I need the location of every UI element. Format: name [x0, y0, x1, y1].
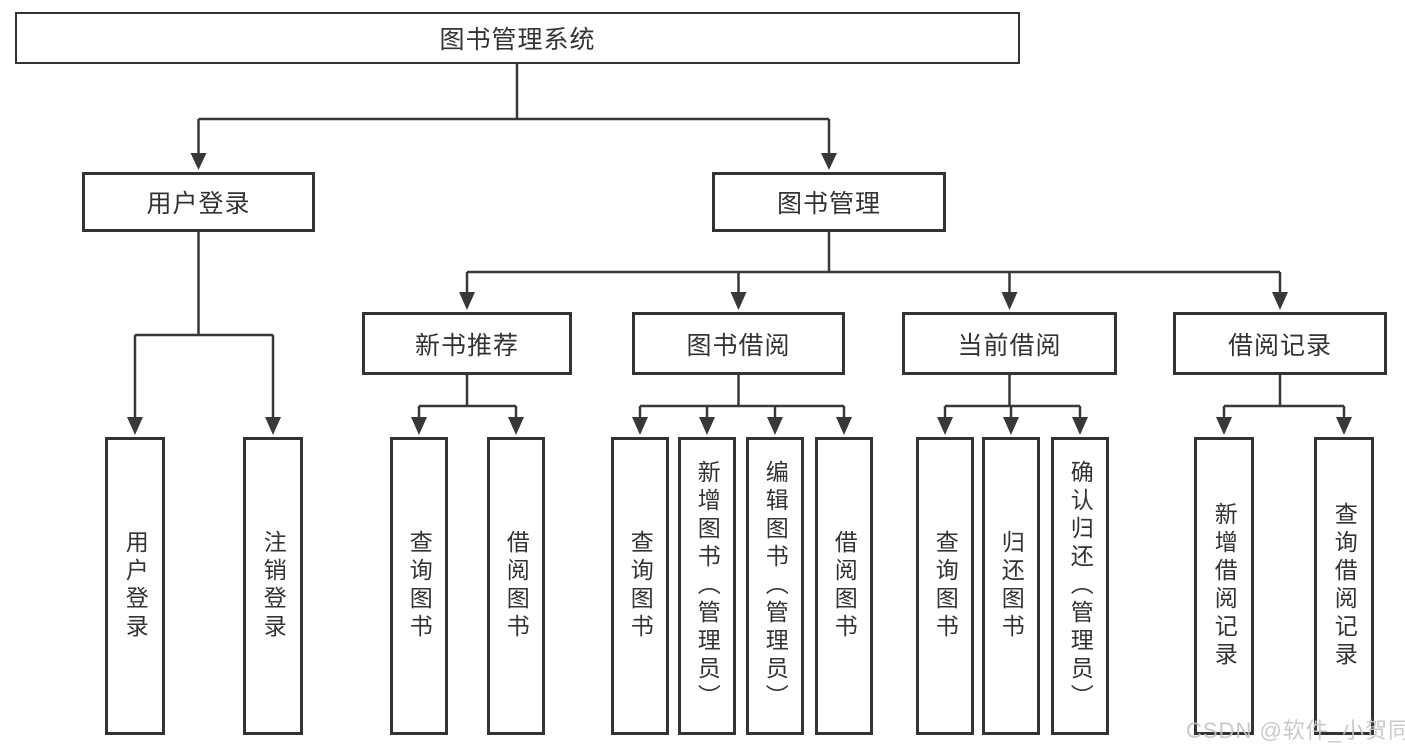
arrowhead: [730, 292, 747, 310]
node-book-mgmt-group: 图书管理: [712, 172, 946, 232]
leaf-user-login: 用户登录: [105, 437, 165, 735]
arrowhead: [459, 292, 475, 310]
arrowhead: [1216, 417, 1232, 435]
arrowhead: [190, 153, 207, 170]
arrowhead: [699, 417, 715, 435]
arrowhead: [632, 417, 648, 435]
connector-root-to-level2: [190, 64, 837, 170]
arrowhead: [1336, 417, 1352, 435]
arrowhead: [411, 417, 427, 435]
leaf-bb-add-books-admin: 新增图书（管理员）: [678, 437, 736, 735]
leaf-logout: 注销登录: [243, 437, 303, 735]
arrowhead: [937, 417, 953, 435]
arrowhead: [265, 417, 281, 435]
csdn-watermark: CSDN @软件_小贺同学: [1186, 718, 1405, 743]
connector-new-book-rec-to-leaves: [411, 375, 524, 435]
leaf-bb-query-books: 查询图书: [611, 437, 669, 735]
arrowhead: [1272, 292, 1288, 310]
node-new-book-recommend: 新书推荐: [362, 312, 572, 375]
node-user-login-group: 用户登录: [82, 172, 315, 232]
arrowhead: [1001, 292, 1018, 310]
connector-user-login-to-leaves: [127, 232, 281, 435]
connector-current-borrow-to-leaves: [937, 375, 1088, 435]
leaf-bb-borrow-books: 借阅图书: [815, 437, 873, 735]
arrowhead: [127, 417, 143, 435]
connector-borrow-records-to-leaves: [1216, 375, 1352, 435]
arrowhead: [1072, 417, 1088, 435]
node-borrow-records: 借阅记录: [1173, 312, 1387, 375]
leaf-br-query-record: 查询借阅记录: [1314, 437, 1374, 735]
arrowhead: [767, 417, 783, 435]
leaf-nbr-borrow-books: 借阅图书: [487, 437, 545, 735]
leaf-bb-edit-books-admin: 编辑图书（管理员）: [746, 437, 804, 735]
node-current-borrow: 当前借阅: [902, 312, 1117, 375]
node-library-system: 图书管理系统: [15, 12, 1020, 64]
connector-book-borrow-to-leaves: [632, 375, 852, 435]
leaf-cb-confirm-return-admin: 确认归还（管理员）: [1051, 437, 1109, 735]
leaf-br-add-record: 新增借阅记录: [1194, 437, 1254, 735]
arrowhead: [508, 417, 524, 435]
arrowhead: [836, 417, 852, 435]
leaf-cb-return-books: 归还图书: [982, 437, 1040, 735]
arrowhead: [1003, 417, 1019, 435]
connector-book-mgmt-to-level3: [459, 232, 1288, 310]
leaf-cb-query-books: 查询图书: [916, 437, 974, 735]
node-book-borrow: 图书借阅: [632, 312, 845, 375]
arrowhead: [821, 153, 837, 170]
leaf-nbr-query-books: 查询图书: [390, 437, 448, 735]
